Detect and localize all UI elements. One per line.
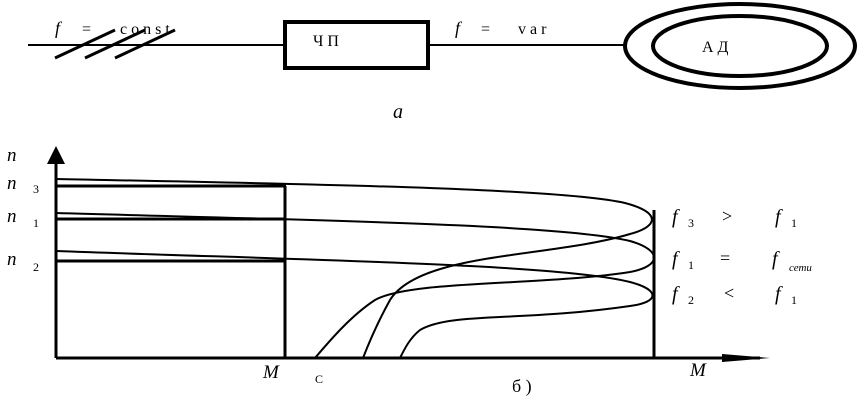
curve-f1-f: f <box>672 248 680 270</box>
three-phase-slash-2 <box>84 28 146 60</box>
curve-f1-f2: f <box>772 248 780 270</box>
m-axis-arrow <box>722 354 770 362</box>
curve-f2-rel: < <box>724 283 734 303</box>
mc-sub: С <box>315 372 323 386</box>
n-axis-arrow <box>47 146 65 164</box>
characteristic-f1 <box>55 212 655 359</box>
curve-f2-sub2: 1 <box>791 293 797 307</box>
curve-f1-sub2: сети <box>789 262 812 274</box>
input-const-label: c o n s t <box>120 21 170 38</box>
n3-sub: 3 <box>33 182 39 196</box>
curve-f2-f: f <box>672 283 680 305</box>
curve-f2-sub: 2 <box>688 293 694 307</box>
n-axis-label: n <box>7 145 17 166</box>
curve-f3-f: f <box>672 206 680 228</box>
motor-outer-ring <box>623 2 857 90</box>
output-var-label: v a r <box>518 21 547 38</box>
curve-f3-f2: f <box>775 206 783 228</box>
motor-label: А Д <box>702 39 729 56</box>
curve-f3-sub: 3 <box>688 216 694 230</box>
three-phase-slash-3 <box>114 28 176 60</box>
caption-a: а <box>393 101 403 123</box>
caption-b: б ) <box>512 376 532 397</box>
curve-f2-f2: f <box>775 283 783 305</box>
characteristic-f2 <box>55 250 654 359</box>
n2-sub: 2 <box>33 260 39 274</box>
n3-label: n <box>7 173 17 194</box>
input-f-label: f <box>55 18 63 38</box>
curve-f3-sub2: 1 <box>791 216 797 230</box>
three-phase-slash-1 <box>54 28 116 60</box>
frequency-converter-label: Ч П <box>313 33 339 50</box>
input-eq-label: = <box>82 21 91 38</box>
n1-label: n <box>7 206 17 227</box>
characteristic-f3 <box>55 178 653 359</box>
curve-f3-rel: > <box>722 206 732 226</box>
curve-f1-rel: = <box>720 248 730 268</box>
output-f-label: f <box>455 18 463 38</box>
mc-label: M <box>262 362 280 383</box>
n1-sub: 1 <box>33 216 39 230</box>
curve-f1-sub: 1 <box>688 258 694 272</box>
n2-label: n <box>7 249 17 270</box>
frequency-converter-block <box>283 20 430 70</box>
m-axis-label: M <box>689 360 707 381</box>
motor-inner-ring <box>651 14 829 78</box>
output-eq-label: = <box>481 21 490 38</box>
